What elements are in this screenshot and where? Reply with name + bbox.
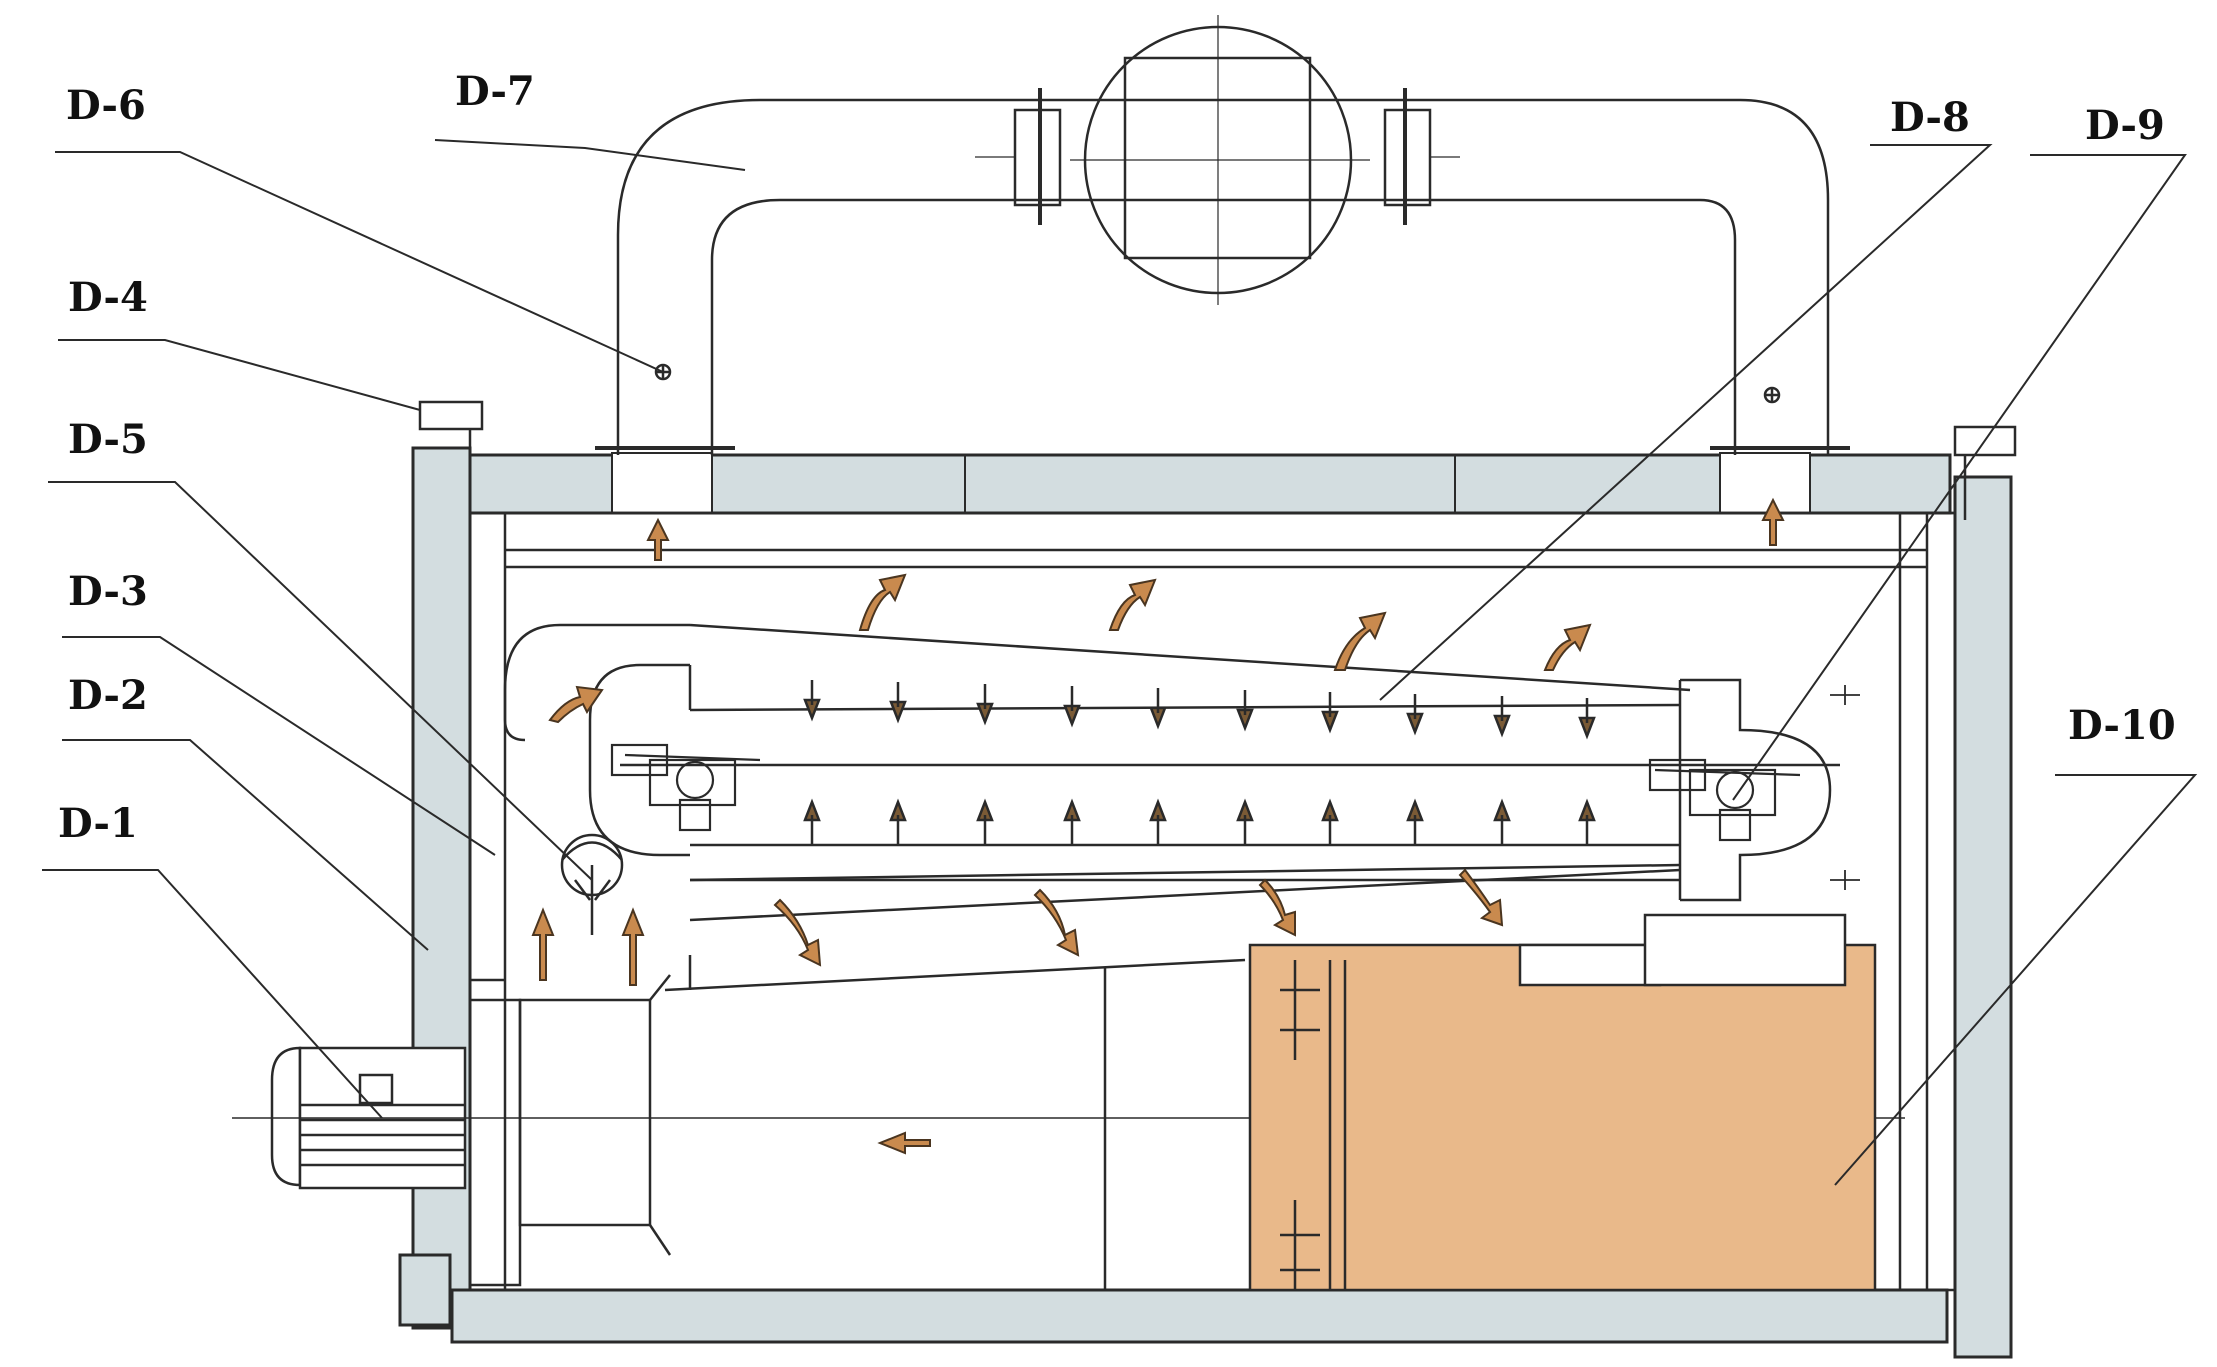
roller-left [610,743,761,832]
label-d10: D-10 [2068,702,2176,749]
roller-right [1648,758,1801,842]
label-d8: D-8 [1890,94,1970,141]
label-d7: D-7 [455,68,535,115]
label-d3: D-3 [68,568,148,615]
exhaust-duct [595,98,1850,455]
lower-plenum [468,955,1246,1290]
label-d9: D-9 [2085,102,2165,149]
housing-left-base [398,1253,452,1327]
heater-block [1248,913,1877,1292]
label-d6: D-6 [66,82,146,129]
leader-lines [42,139,2198,1186]
housing-left-wall [411,446,472,1330]
housing-bottom-panel [450,1288,1949,1344]
label-d1: D-1 [58,800,138,847]
housing-top-panel [468,453,1952,515]
conveyor-loop [503,623,1840,922]
circulation-fan [560,833,624,935]
label-d2: D-2 [68,672,148,719]
label-d5: D-5 [68,416,148,463]
nozzle-arrows-up [803,798,1596,845]
inner-chamber [468,511,1957,1292]
airflow-arrows [531,497,1785,1155]
heater-bolts [1280,960,1320,1290]
exhaust-fan-housing [975,15,1460,305]
nozzle-arrows-down [803,680,1596,740]
housing-right-wall [1953,475,2013,1359]
label-d4: D-4 [68,274,148,321]
